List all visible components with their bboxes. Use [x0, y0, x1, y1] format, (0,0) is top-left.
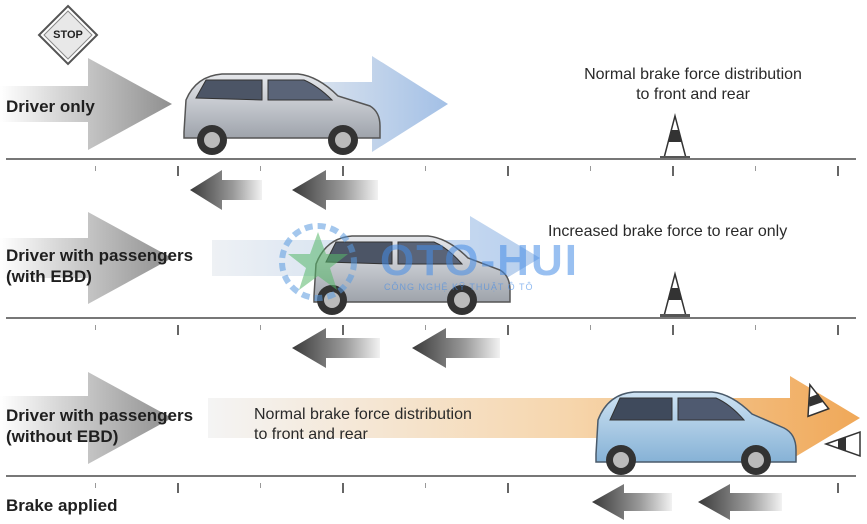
- traffic-cone-icon-knocked-2: [823, 430, 861, 458]
- road-line-row1: [6, 158, 856, 160]
- note-line: to front and rear: [636, 86, 750, 103]
- road-tick: [837, 483, 839, 493]
- road-tick: [837, 325, 839, 335]
- road-line-row3: [6, 475, 856, 477]
- watermark-subtitle: CÔNG NGHỆ KỸ THUẬT Ô TÔ: [384, 282, 534, 292]
- road-tick: [672, 166, 674, 176]
- note-row3: Normal brake force distribution to front…: [254, 405, 472, 445]
- note-row2: Increased brake force to rear only: [548, 222, 787, 242]
- watermark-title: OTO-HUI: [380, 236, 579, 285]
- row-label-line: Driver with passengers: [6, 406, 194, 425]
- row-label-driver-only: Driver only: [6, 96, 95, 117]
- road-tick: [507, 325, 509, 335]
- road-tick-small: [260, 166, 261, 171]
- road-tick: [342, 483, 344, 493]
- road-tick: [177, 166, 179, 176]
- road-tick-small: [425, 166, 426, 171]
- road-tick-small: [95, 166, 96, 171]
- brake-arrows-row1: [190, 170, 378, 210]
- road-tick-small: [260, 483, 261, 488]
- watermark-logo-icon: [279, 223, 357, 301]
- car-silver-row1: [183, 73, 381, 155]
- motion-arrow-gray-row1: [0, 58, 172, 150]
- row-label-line: (without EBD): [6, 427, 119, 446]
- stop-sign-text: STOP: [53, 29, 83, 41]
- note-line: Normal brake force distribution: [584, 66, 802, 83]
- motion-arrow-gray-row3: [0, 372, 172, 464]
- road-line-row2: [6, 317, 856, 319]
- road-tick-small: [755, 325, 756, 330]
- road-tick: [837, 166, 839, 176]
- road-tick-small: [425, 483, 426, 488]
- row-label-without-ebd: Driver with passengers (without EBD): [6, 405, 193, 447]
- motion-arrow-blue-row1: [300, 56, 448, 152]
- road-tick: [177, 483, 179, 493]
- road-tick: [342, 325, 344, 335]
- motion-arrow-orange-row3: [208, 376, 860, 460]
- row-label-line: Driver only: [6, 97, 95, 116]
- road-tick-small: [95, 483, 96, 488]
- traffic-cone-icon-knocked-1: [807, 382, 830, 418]
- road-tick: [177, 325, 179, 335]
- road-tick: [342, 166, 344, 176]
- row-label-with-ebd: Driver with passengers (with EBD): [6, 245, 193, 287]
- note-line: to front and rear: [254, 426, 368, 443]
- stop-sign-icon: [37, 4, 99, 66]
- brake-arrows-row2: [292, 328, 500, 368]
- road-tick-small: [425, 325, 426, 330]
- row-label-line: Driver with passengers: [6, 246, 194, 265]
- road-tick-small: [260, 325, 261, 330]
- traffic-cone-icon-row1: [660, 113, 690, 160]
- note-row1: Normal brake force distribution to front…: [548, 65, 838, 105]
- road-tick: [507, 483, 509, 493]
- road-tick: [672, 325, 674, 335]
- note-line: Normal brake force distribution: [254, 406, 472, 423]
- road-tick: [507, 166, 509, 176]
- brake-arrows-row3: [592, 484, 782, 520]
- brake-applied-label: Brake applied: [6, 496, 118, 515]
- road-tick-small: [95, 325, 96, 330]
- road-tick-small: [755, 166, 756, 171]
- traffic-cone-icon-row2: [660, 271, 690, 318]
- car-silver-row2: [313, 235, 511, 315]
- note-line: Increased brake force to rear only: [548, 223, 788, 240]
- row-label-line: (with EBD): [6, 267, 92, 286]
- motion-arrow-gray-row2: [0, 212, 172, 304]
- road-tick-small: [590, 166, 591, 171]
- car-blue-row3: [595, 391, 797, 475]
- road-tick-small: [590, 325, 591, 330]
